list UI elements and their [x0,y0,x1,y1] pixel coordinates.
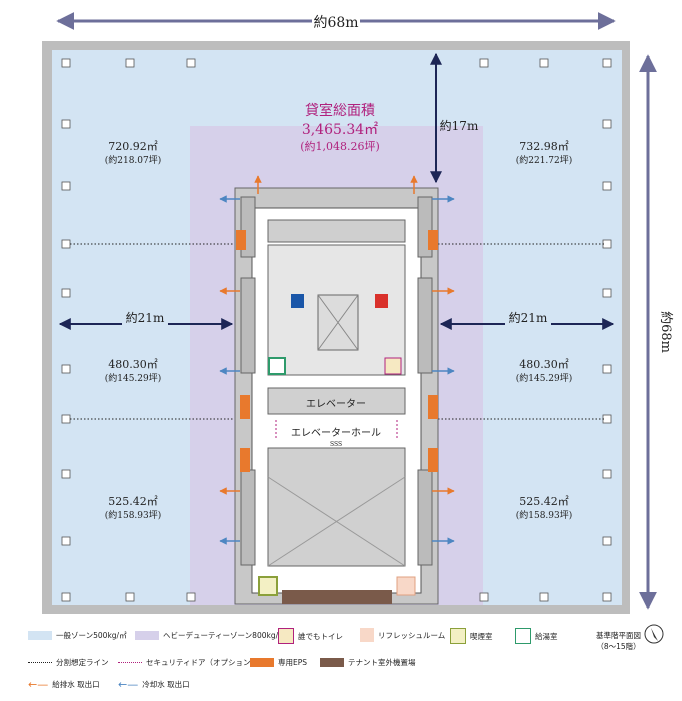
legend-swatch [320,658,344,667]
sss-label: SSS [330,441,342,448]
security-door-sample [118,662,142,663]
legend-eps: 専用EPS [250,657,307,668]
legend-text: 給湯室 [535,631,558,641]
legend-text: 給排水 取出口 [52,680,100,689]
left-core-label: 約21m [126,310,165,325]
zone-area: 732.98㎡ [519,140,569,153]
split-line-sample [28,662,52,663]
legend-text: セキュリティドア（オプション） [146,658,259,667]
legend-swatch [135,631,159,640]
legend-swatch [28,631,52,640]
zone-tsubo: (約221.72坪) [516,154,573,166]
legend-text: 分割想定ライン [56,658,109,667]
refresh-icon [360,628,374,642]
eps-rooms [236,230,438,472]
legend-toilet: 誰でもトイレ [278,628,343,644]
elevator-label: エレベーター [306,398,366,410]
core [234,187,439,605]
legend-swatch [250,658,274,667]
zone-tsubo: (約145.29坪) [105,372,162,384]
legend-smoking: 喫煙室 [450,628,493,644]
toilet-icon [278,628,294,644]
legend-kitchen: 給湯室 [515,628,558,644]
legend-text: リフレッシュルーム [378,630,446,640]
height-label: 約68m [658,311,673,353]
legend-plan-title: 基準階平面図 （8～15階） [596,630,641,652]
legend-text: 喫煙室 [470,631,493,641]
legend-general: 一般ゾーン500kg/㎡ [28,630,127,641]
legend-security: セキュリティドア（オプション） [118,657,258,668]
zone-tsubo: (約218.07坪) [105,154,162,166]
legend-heavy: ヘビーデューティーゾーン800kg/㎡ [135,630,286,641]
legend-text: 誰でもトイレ [298,631,343,641]
total-title: 貸室総面積 [305,102,375,119]
toilet-icons [258,294,416,596]
legend-text: ヘビーデューティーゾーン800kg/㎡ [163,631,286,640]
kitchen-icon [515,628,531,644]
legend-text: 冷却水 取出口 [142,680,190,689]
zone-area: 480.30㎡ [519,358,569,371]
zone-tsubo: (約158.93坪) [516,509,573,521]
legend-text: テナント室外機置場 [348,658,416,667]
outlet-arrows [219,175,455,545]
smoking-icon [450,628,466,644]
elevator-hall-label: エレベーターホール [291,427,381,439]
orange-arrow-icon: ←— [28,678,49,691]
plan-title: 基準階平面図 [596,631,641,640]
total-tsubo: (約1,048.26坪) [300,139,380,153]
zone-area: 480.30㎡ [108,358,158,371]
legend-cooling: ←—冷却水 取出口 [118,678,190,691]
plan-floors: （8～15階） [596,642,641,651]
zone-area: 720.92㎡ [108,140,158,153]
columns [61,58,612,602]
legend-text: 一般ゾーン500kg/㎡ [56,631,127,640]
width-label: 約68m [313,15,358,31]
zone-tsubo: (約158.93坪) [105,509,162,521]
legend-refresh: リフレッシュルーム [360,628,445,642]
zone-area: 525.42㎡ [108,495,158,508]
total-area: 3,465.34㎡ [302,122,378,138]
compass-icon [644,624,664,644]
zone-area: 525.42㎡ [519,495,569,508]
legend-text: 専用EPS [278,658,308,667]
legend-split: 分割想定ライン [28,657,109,668]
zone-tsubo: (約145.29坪) [516,372,573,384]
top-core-label: 約17m [440,118,479,133]
blue-arrow-icon: ←— [118,678,139,691]
legend-tenant: テナント室外機置場 [320,657,416,668]
legend-supply: ←—給排水 取出口 [28,678,100,691]
security-doors [275,420,398,440]
right-core-label: 約21m [509,310,548,325]
